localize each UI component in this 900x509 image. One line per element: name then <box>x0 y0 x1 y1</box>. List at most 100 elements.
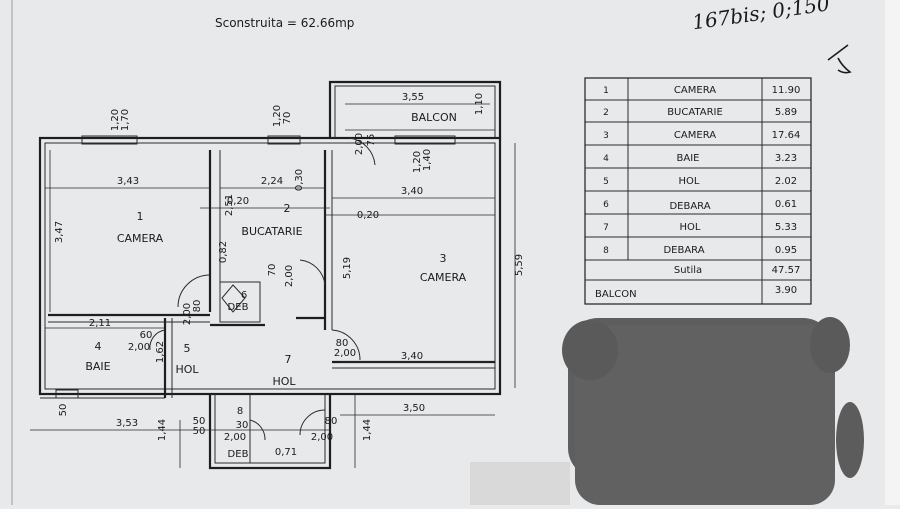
row-number: 2 <box>603 108 609 118</box>
row-room-name: HOL <box>679 176 700 187</box>
dim-label: 2,00 <box>311 432 333 443</box>
room-3-number: 3 <box>440 252 447 265</box>
room-7-name: HOL <box>272 375 296 388</box>
handwritten-mark <box>827 44 852 74</box>
dim-label: 1,10 <box>474 93 485 115</box>
dim-label: 1,44 <box>362 419 373 441</box>
total-value: 47.57 <box>772 265 801 276</box>
room-5-name: HOL <box>175 363 199 376</box>
dim-label: 0,30 <box>294 169 305 191</box>
table-row: 8 DEBARA 0.95 <box>603 245 797 256</box>
table-row: 6 DEBARA 0.61 <box>603 199 797 212</box>
room-6-number: 6 <box>241 290 247 301</box>
row-area: 0.95 <box>775 245 797 256</box>
room-2-name: BUCATARIE <box>241 225 302 238</box>
row-number: 4 <box>603 154 609 164</box>
dim-label: 3,40 <box>401 351 423 362</box>
constructed-area-label: Sconstruita = 62.66mp <box>215 16 354 30</box>
area-table: 1 CAMERA 11.90 2 BUCATARIE 5.89 3 CAMERA… <box>584 77 812 305</box>
row-room-name: CAMERA <box>674 130 716 141</box>
room-7-number: 7 <box>285 353 292 366</box>
dim-label: 2,24 <box>261 176 283 187</box>
dim-label: 50 <box>193 426 206 437</box>
dim-label: 50 <box>193 416 206 427</box>
room-2-number: 2 <box>284 202 291 215</box>
row-area: 0.61 <box>775 199 797 210</box>
balcony-label: BALCON <box>411 111 457 124</box>
room-8-number: 8 <box>237 406 243 417</box>
dim-label: 70 <box>267 264 278 277</box>
dim-label: 1,62 <box>155 341 166 363</box>
table-row: 2 BUCATARIE 5.89 <box>603 107 797 118</box>
room-5-number: 5 <box>184 342 191 355</box>
row-number: 6 <box>603 200 609 210</box>
dim-label: 0,20 <box>227 196 249 207</box>
dim-label: 1,20 <box>412 151 423 173</box>
table-row: 1 CAMERA 11.90 <box>603 85 800 96</box>
row-number: 1 <box>603 86 609 96</box>
dim-label: 2,00 <box>284 265 295 287</box>
room-labels: 1 CAMERA 2 BUCATARIE 3 CAMERA 4 BAIE 5 H… <box>85 111 466 460</box>
dim-label: 2,00 <box>128 342 150 353</box>
dim-label: 3,47 <box>54 221 65 243</box>
dim-label: 0,71 <box>275 447 297 458</box>
table-total-row: Sutila 47.57 <box>674 265 800 276</box>
dim-label: 70 <box>282 112 293 125</box>
dim-label: 2,00 <box>354 133 365 155</box>
row-area: 2.02 <box>775 176 797 187</box>
row-room-name: BUCATARIE <box>667 107 723 118</box>
balcony-row-value: 3.90 <box>775 285 797 296</box>
room-1-name: CAMERA <box>117 232 164 245</box>
dim-label: 60 <box>140 330 153 341</box>
row-room-name: DEBARA <box>663 245 704 256</box>
row-area: 5.89 <box>775 107 797 118</box>
dim-label: 1,40 <box>422 149 433 171</box>
table-row: 5 HOL 2.02 <box>603 176 797 187</box>
row-area: 11.90 <box>772 85 801 96</box>
dim-label: 2,51 <box>224 194 235 216</box>
dim-label: 1,20 <box>272 105 283 127</box>
redaction-overlay <box>470 317 864 505</box>
dim-label: 2,11 <box>89 318 111 329</box>
dim-label: 2,00 <box>334 348 356 359</box>
row-area: 5.33 <box>775 222 797 233</box>
room-6-name: DEB <box>228 302 249 313</box>
row-number: 3 <box>603 131 609 141</box>
dim-label: 3,55 <box>402 92 424 103</box>
dim-label: 80 <box>325 416 338 427</box>
dim-label: 0,82 <box>218 241 229 263</box>
row-room-name: HOL <box>680 222 701 233</box>
dim-label: 1,20 <box>110 109 121 131</box>
row-room-name: CAMERA <box>674 85 716 96</box>
dim-label: 2,00 <box>182 303 193 325</box>
room-1-number: 1 <box>137 210 144 223</box>
table-balcony-row: BALCON 3.90 <box>595 285 797 300</box>
dim-label: 1,70 <box>120 109 131 131</box>
dim-label: 50 <box>58 404 69 417</box>
table-row: 4 BAIE 3.23 <box>603 153 797 164</box>
total-label: Sutila <box>674 265 702 276</box>
balcony-row-label: BALCON <box>595 289 637 300</box>
dimension-lines <box>30 103 516 468</box>
dim-label: 80 <box>336 338 349 349</box>
dim-label: 0,20 <box>357 210 379 221</box>
dim-label: 3,50 <box>403 403 425 414</box>
dim-label: 2,00 <box>224 432 246 443</box>
dim-label: 3,53 <box>116 418 138 429</box>
dim-label: 5,59 <box>514 254 525 276</box>
room-8-name: DEB <box>228 449 249 460</box>
row-number: 5 <box>603 177 609 187</box>
row-room-name: DEBARA <box>669 201 710 212</box>
dimension-labels: 3,43 2,24 3,40 3,55 2,11 3,53 3,50 3,40 … <box>54 92 525 458</box>
dim-label: 75 <box>366 134 377 147</box>
row-room-name: BAIE <box>677 153 700 164</box>
dim-label: 80 <box>192 300 203 313</box>
table-row: 3 CAMERA 17.64 <box>603 130 800 141</box>
row-area: 17.64 <box>772 130 801 141</box>
dim-label: 30 <box>236 420 249 431</box>
dim-label: 5,19 <box>342 257 353 279</box>
table-row: 7 HOL 5.33 <box>603 222 797 233</box>
row-number: 8 <box>603 246 609 256</box>
